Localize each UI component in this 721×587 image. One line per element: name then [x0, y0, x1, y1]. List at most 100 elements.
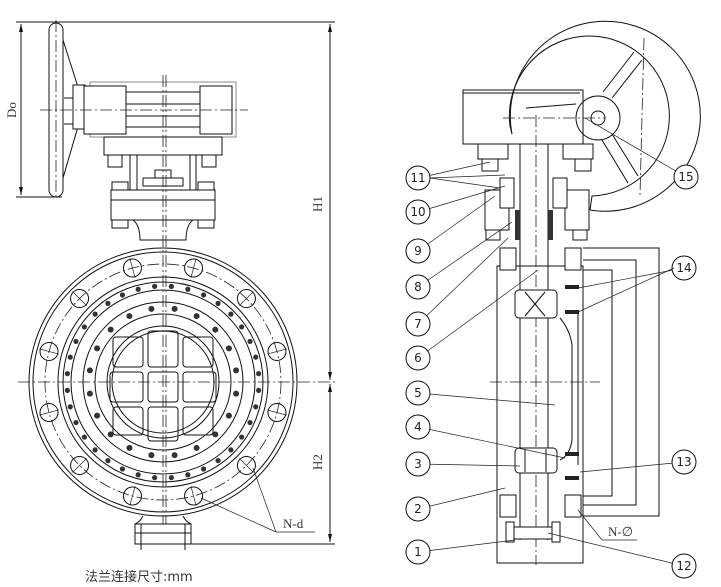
- svg-text:7: 7: [414, 317, 422, 331]
- seat-bolt: [135, 472, 141, 478]
- seat-bolt: [148, 305, 155, 312]
- seat-bolt: [67, 404, 73, 410]
- seat-bolt: [253, 404, 259, 410]
- part-balloon-10: 10: [405, 185, 506, 225]
- seat-bolt: [171, 452, 178, 459]
- bolt-hole: [39, 403, 59, 423]
- seat-bolt: [256, 371, 262, 377]
- part-balloon-8: 8: [405, 221, 513, 300]
- bolt-hole: [70, 289, 90, 309]
- seat-bolt: [185, 286, 191, 292]
- seat-bolt: [233, 390, 240, 397]
- svg-text:6: 6: [414, 351, 422, 365]
- seat-bolts-outer: [64, 283, 262, 481]
- seat-bolt: [185, 472, 191, 478]
- seat-bolt: [105, 300, 111, 306]
- seat-bolt: [200, 466, 207, 472]
- seat-bolt: [212, 326, 219, 333]
- part-balloon-12: 12: [547, 532, 697, 579]
- yoke-plate-left: [477, 143, 509, 160]
- seat-bolt: [135, 286, 141, 292]
- seat-bolt: [119, 466, 126, 472]
- seat-bolt: [171, 305, 178, 312]
- part-balloon-15: 15: [584, 117, 699, 190]
- seat-bolt: [64, 371, 70, 377]
- bolt-hole: [184, 486, 204, 506]
- seat-bolt: [81, 434, 87, 440]
- svg-text:8: 8: [414, 280, 422, 294]
- seat-bolt: [225, 412, 232, 419]
- svg-text:15: 15: [678, 170, 693, 184]
- seat-bolt: [67, 354, 73, 360]
- flange-bolt-holes: [39, 258, 287, 506]
- seat-bolt: [168, 475, 174, 481]
- seat-bolt: [92, 447, 98, 453]
- seat-bolt: [233, 367, 240, 374]
- seat-bolt: [200, 292, 207, 298]
- seat-bolt: [193, 313, 200, 320]
- section-handwheel: [509, 20, 701, 212]
- part-balloon-6: 6: [405, 269, 539, 371]
- seat-bolt: [225, 345, 232, 352]
- seat-bolt: [193, 444, 200, 451]
- part-balloon-2: 2: [405, 487, 506, 522]
- do-label: Do: [4, 102, 19, 118]
- seat-bolt: [73, 338, 79, 345]
- svg-text:3: 3: [414, 457, 422, 471]
- bolt-hole-label: N-d: [283, 516, 304, 531]
- bolt-hole: [122, 258, 142, 278]
- disc-grid: [109, 330, 217, 442]
- section-bolt-hole-label: N-∅: [608, 524, 633, 539]
- part-balloon-11: 11: [405, 161, 491, 191]
- h1-label: H1: [310, 196, 325, 212]
- seat-bolt: [228, 311, 234, 317]
- part-balloon-14: 14: [577, 255, 697, 289]
- front-view: Do: [4, 20, 335, 550]
- caption: 法兰连接尺寸:mm: [85, 570, 193, 585]
- seat-bolt: [94, 345, 101, 352]
- seat-bolt: [152, 475, 158, 481]
- seat-bolt: [228, 447, 234, 453]
- part-balloon-13: 13: [579, 449, 697, 475]
- bolt-hole: [236, 289, 256, 309]
- bolt-hole: [70, 455, 90, 475]
- valve-body: [496, 265, 584, 564]
- part-balloon-3: 3: [405, 451, 521, 477]
- svg-text:14: 14: [676, 261, 691, 275]
- seat-bolt: [73, 419, 79, 426]
- seat-bolt: [107, 326, 114, 333]
- svg-text:5: 5: [414, 386, 422, 400]
- part-balloon-9: 9: [405, 195, 496, 264]
- seat-bolt: [239, 434, 245, 440]
- bolt-hole: [184, 258, 204, 278]
- svg-text:11: 11: [410, 171, 425, 185]
- seat-bolt: [107, 431, 114, 438]
- seat-bolt: [168, 283, 174, 289]
- seat-bolt: [64, 387, 70, 393]
- seat-bolt: [81, 324, 87, 330]
- part-balloon-1: 1: [405, 539, 516, 565]
- seat-bolt: [126, 313, 133, 320]
- svg-text:12: 12: [676, 559, 691, 573]
- bolt-hole: [267, 403, 287, 423]
- seat-bolt: [239, 324, 245, 330]
- svg-text:2: 2: [414, 502, 422, 516]
- seat-bolt: [86, 367, 93, 374]
- seat-bolt: [148, 452, 155, 459]
- seat-bolt: [152, 283, 158, 289]
- svg-text:1: 1: [414, 545, 422, 559]
- bolt-hole: [267, 341, 287, 361]
- seat-bolt: [126, 444, 133, 451]
- svg-text:13: 13: [676, 455, 691, 469]
- seat-bolts-inner: [86, 305, 240, 459]
- seat-bolt: [105, 458, 111, 464]
- bolt-hole: [39, 341, 59, 361]
- seat-bolt: [119, 292, 126, 298]
- seat-bolt: [253, 354, 259, 360]
- seat-bolt: [215, 300, 221, 306]
- part-balloon-4: 4: [405, 414, 566, 459]
- bolt-hole: [122, 486, 142, 506]
- part-balloon-5: 5: [405, 380, 556, 406]
- seat-bolt: [86, 390, 93, 397]
